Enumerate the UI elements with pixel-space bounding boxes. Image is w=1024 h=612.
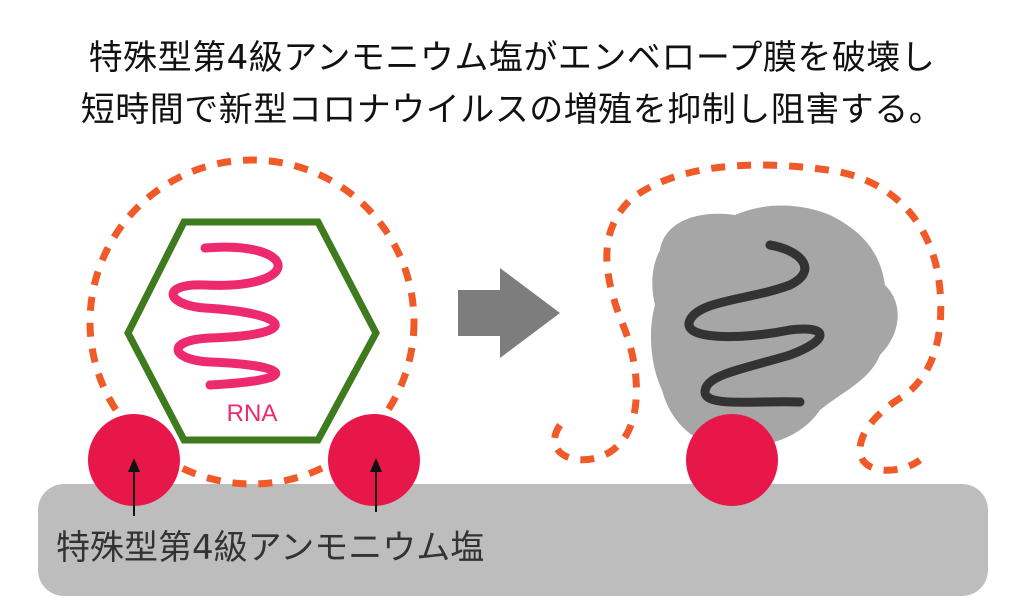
rna-label: RNA [227, 400, 278, 427]
rna-coil-intact [168, 242, 283, 390]
broken-envelope-left [551, 161, 945, 474]
arrow-right-icon [458, 268, 560, 358]
rna-coil-damaged [684, 240, 825, 407]
salt-particle-right [686, 414, 778, 506]
ruptured-virus-debris [650, 205, 898, 449]
salt-particle-left-2 [328, 414, 420, 506]
heading-line-1: 特殊型第4級アンモニウム塩がエンベロープ膜を破壊し [88, 38, 936, 78]
heading-line-2: 短時間で新型コロナウイルスの増殖を抑制し阻害する。 [80, 90, 944, 130]
surface-slab [38, 484, 988, 596]
pointer-head-1 [128, 458, 140, 472]
quaternary-ammonium-label: 特殊型第4級アンモニウム塩 [56, 528, 485, 568]
pointer-head-2 [370, 458, 382, 472]
intact-envelope [86, 156, 418, 488]
